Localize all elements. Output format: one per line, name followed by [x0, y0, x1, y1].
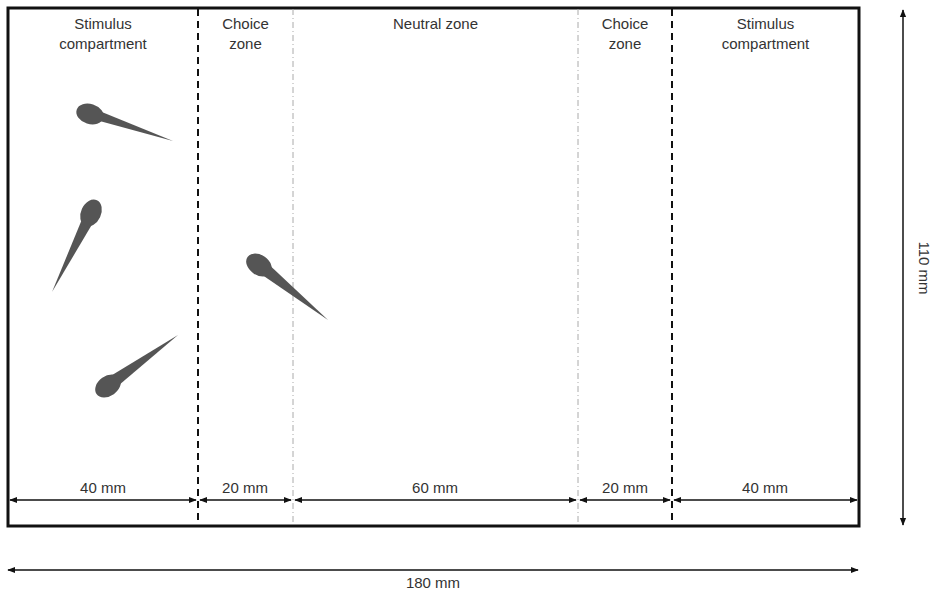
zone-band: Choice zone	[199, 14, 292, 54]
zone-heading: Stimulus compartment	[706, 14, 826, 54]
dimension-label: 40 mm	[740, 479, 790, 497]
zone-band: Choice zone	[579, 14, 671, 54]
zone-band: Stimulus compartment	[673, 14, 858, 54]
dimension-arrow	[8, 10, 903, 570]
dimension-label: 20 mm	[220, 479, 270, 497]
zone-heading: Stimulus compartment	[43, 14, 163, 54]
dimension-label: 60 mm	[410, 479, 460, 497]
fish	[242, 249, 328, 320]
fish	[52, 196, 106, 292]
zone-band: Neutral zone	[294, 14, 577, 34]
zone-heading: Choice zone	[590, 14, 660, 54]
dimension-label: 110 mm	[915, 239, 933, 296]
mesh-partition	[671, 9, 673, 525]
zone-heading: Choice zone	[211, 14, 281, 54]
dimension-label: 20 mm	[600, 479, 650, 497]
zone-border	[578, 9, 579, 525]
dimension-label: 180 mm	[404, 574, 462, 592]
zone-band: Stimulus compartment	[10, 14, 196, 54]
tank-outline	[8, 8, 859, 526]
fish	[74, 100, 173, 141]
mesh-partition	[197, 9, 199, 525]
dimension-label: 40 mm	[78, 479, 128, 497]
fish	[91, 335, 178, 402]
zone-border	[293, 9, 294, 525]
zone-heading: Neutral zone	[391, 14, 481, 34]
